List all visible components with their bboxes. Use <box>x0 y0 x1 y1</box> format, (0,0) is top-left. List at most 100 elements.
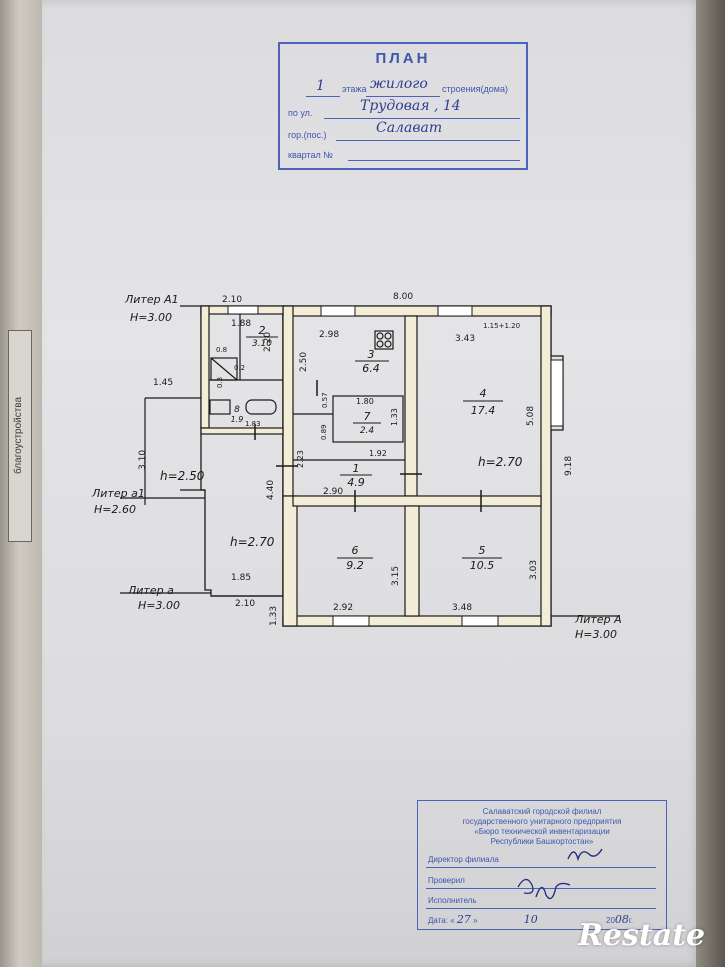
building-type-hw: жилого <box>370 76 428 92</box>
room-number: 5 <box>479 544 486 557</box>
dim: 1.33 <box>390 408 399 426</box>
header-line: государственного унитарного предприятия <box>462 817 622 826</box>
label-litera-a1-small-height: Н=2.60 <box>94 503 136 516</box>
header-line: «Бюро технической инвентаризации <box>474 827 610 836</box>
plan-stamp: ПЛАН 1 этажа жилого строения(дома) по ул… <box>278 42 528 170</box>
dim: 5.08 <box>526 406 536 426</box>
dim: 1.45 <box>153 378 173 388</box>
street-hw: Трудовая , 14 <box>360 98 461 114</box>
director-label: Директор филиала <box>428 855 499 864</box>
binder-strip <box>8 330 32 542</box>
underline <box>306 96 340 97</box>
dim: 2.98 <box>319 330 339 340</box>
city-row: Салават <box>376 120 442 136</box>
dim: 1.92 <box>369 449 387 458</box>
underline <box>324 118 520 119</box>
dim: 0.3 <box>216 377 224 388</box>
dim: 2.90 <box>323 487 343 497</box>
dim: 3.15 <box>391 566 401 586</box>
label-litera-a-big-height: Н=3.00 <box>575 628 617 641</box>
date-label: Дата: « <box>428 916 455 925</box>
header-line: Салаватский городской филиал <box>482 807 602 816</box>
label-litera-a1: Литер А1 <box>124 293 179 306</box>
city-label: гор.(пос.) <box>288 130 327 140</box>
room-number: 7 <box>364 410 371 423</box>
date-suffix: г. <box>628 916 634 925</box>
dim: 1.80 <box>356 397 374 406</box>
room-area: 3.10 <box>252 339 272 349</box>
underline <box>348 160 520 161</box>
checked-label: Проверил <box>428 876 465 885</box>
label-litera-a-height: Н=3.00 <box>138 599 180 612</box>
dim: 2.23 <box>296 450 305 468</box>
windows <box>227 305 564 627</box>
page-edge <box>696 0 725 967</box>
dim: 1.15+1.20 <box>483 322 520 330</box>
room-area: 10.5 <box>470 559 495 572</box>
room-number: 2 <box>259 324 266 337</box>
date-year: 08 <box>614 913 629 926</box>
label-litera-a: Литер а <box>127 584 174 597</box>
dim: 4.40 <box>266 480 276 500</box>
date-year-prefix: 20 <box>606 916 615 925</box>
underline <box>366 96 440 97</box>
height-label: h=2.70 <box>478 455 523 469</box>
date-row: Дата: « 27 » 10 2008г. <box>428 913 634 926</box>
dim: 0.89 <box>320 424 328 440</box>
block-label: квартал № <box>288 150 333 160</box>
executor-label: Исполнитель <box>428 896 477 905</box>
dim: 1.85 <box>231 573 251 583</box>
restate-logo: Restate <box>578 918 706 953</box>
room-number: 4 <box>480 387 487 400</box>
dim: 2.92 <box>333 603 353 613</box>
label-litera-a-big: Литер А <box>574 613 622 626</box>
dim: 0.8 <box>216 346 227 354</box>
dim: 0.2 <box>234 364 245 372</box>
dim: 2.10 <box>235 599 255 609</box>
underline <box>426 908 656 909</box>
underline <box>426 888 656 889</box>
floor-row: 1 <box>316 78 325 94</box>
dim: 3.03 <box>529 560 539 580</box>
label-litera-a1-small: Литер а1 <box>91 487 145 500</box>
room-number: 3 <box>368 348 375 361</box>
dimension-labels: 2.10 8.00 1.88 2.20 2.98 2.50 1.15+1.20 … <box>138 292 574 626</box>
doors <box>254 380 482 512</box>
dim: 1.33 <box>269 606 279 626</box>
room-area: 17.4 <box>471 404 496 417</box>
height-label: h=2.70 <box>230 535 275 549</box>
height-labels: h=2.50 h=2.70 h=2.70 <box>160 455 523 549</box>
dim: 2.20 <box>263 332 273 352</box>
room-area: 9.2 <box>346 559 364 572</box>
date-day: 27 <box>456 913 471 926</box>
dim: 0.57 <box>321 392 329 408</box>
dim: 3.48 <box>452 603 472 613</box>
height-label: h=2.50 <box>160 469 205 483</box>
letter-labels: Литер А1 Н=3.00 Литер а1 Н=2.60 Литер а … <box>91 293 622 641</box>
dim: 1.88 <box>231 319 251 329</box>
header-line: Республики Башкортостан» <box>490 837 594 846</box>
dim: 3.10 <box>138 450 148 470</box>
office-stamp: Салаватский городской филиал государстве… <box>417 800 667 930</box>
date-month: 10 <box>523 913 538 926</box>
floor-number: 1 <box>316 78 325 94</box>
dim: 9.18 <box>564 456 574 476</box>
dim: 8.00 <box>393 292 413 302</box>
label-litera-a1-height: Н=3.00 <box>130 311 172 324</box>
room-area: 4.9 <box>347 476 365 489</box>
floor-label: этажа <box>342 84 367 94</box>
signatures <box>517 848 603 900</box>
document-page <box>42 0 702 967</box>
office-stamp-header: Салаватский городской филиал государстве… <box>422 807 662 847</box>
room-number: 1 <box>353 462 360 475</box>
partitions <box>120 305 620 617</box>
room-area: 6.4 <box>362 362 380 375</box>
underline <box>336 140 520 141</box>
street-row: Трудовая , 14 <box>360 98 461 114</box>
room-labels: 2 3.10 3 6.4 4 17.4 7 2.4 8 1.9 1 4.9 6 … <box>231 324 503 572</box>
dim: 2.10 <box>222 295 242 305</box>
building-label: строения(дома) <box>442 84 508 94</box>
wall-bands <box>200 305 552 627</box>
room-area: 1.9 <box>231 415 244 424</box>
city-hw: Салават <box>376 120 443 136</box>
